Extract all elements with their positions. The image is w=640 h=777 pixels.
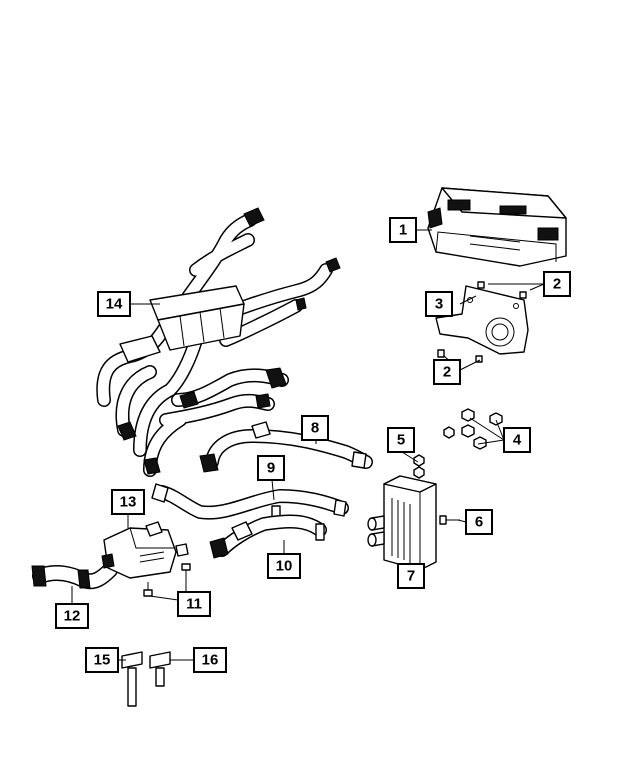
oil-cooler-part: [367, 475, 437, 571]
callout-16-label: 16: [202, 652, 219, 669]
nut-part: [443, 408, 503, 450]
control-module-part: [427, 187, 567, 267]
callout-7-label: 7: [407, 568, 415, 585]
callout-4-label: 4: [513, 432, 522, 449]
hose-9-part: [151, 483, 349, 520]
callout-15: 15: [85, 647, 119, 673]
callout-3-label: 3: [435, 296, 443, 313]
callout-2: 2: [433, 359, 461, 385]
callout-11: 11: [177, 591, 211, 617]
hose-harness-part: [96, 207, 341, 477]
callout-3: 3: [425, 291, 453, 317]
bolt-part: [439, 515, 460, 525]
callout-13-label: 13: [120, 494, 137, 511]
leader-lines: [71, 229, 545, 661]
callout-10: 10: [267, 553, 301, 579]
callout-6: 6: [465, 509, 493, 535]
callout-11-label: 11: [186, 596, 202, 613]
callout-1: 1: [389, 217, 417, 243]
callout-12-label: 12: [64, 608, 81, 625]
callout-9-label: 9: [267, 460, 275, 477]
callout-8: 8: [301, 415, 329, 441]
valve-part: [101, 521, 189, 579]
callout-2-label: 2: [553, 276, 561, 293]
callout-2: 2: [543, 271, 571, 297]
callout-16: 16: [193, 647, 227, 673]
callout-5: 5: [387, 427, 415, 453]
callout-2-label: 2: [443, 364, 451, 381]
screw-part: [437, 281, 527, 363]
callout-7: 7: [397, 563, 425, 589]
fitting-part: [413, 454, 425, 479]
callout-10-label: 10: [276, 558, 293, 575]
callout-8-label: 8: [311, 420, 319, 437]
callout-14-label: 14: [106, 296, 123, 313]
callout-14: 14: [97, 291, 131, 317]
callout-1-label: 1: [399, 222, 407, 239]
callout-15-label: 15: [94, 652, 111, 669]
hose-10-part: [209, 514, 327, 559]
callout-5-label: 5: [397, 432, 405, 449]
bolt-16-part: [149, 651, 171, 687]
callout-4: 4: [503, 427, 531, 453]
callout-12: 12: [55, 603, 89, 629]
callout-6-label: 6: [475, 514, 483, 531]
callout-9: 9: [257, 455, 285, 481]
callout-13: 13: [111, 489, 145, 515]
bolt-15-part: [121, 651, 143, 707]
hose-12-part: [31, 562, 118, 590]
